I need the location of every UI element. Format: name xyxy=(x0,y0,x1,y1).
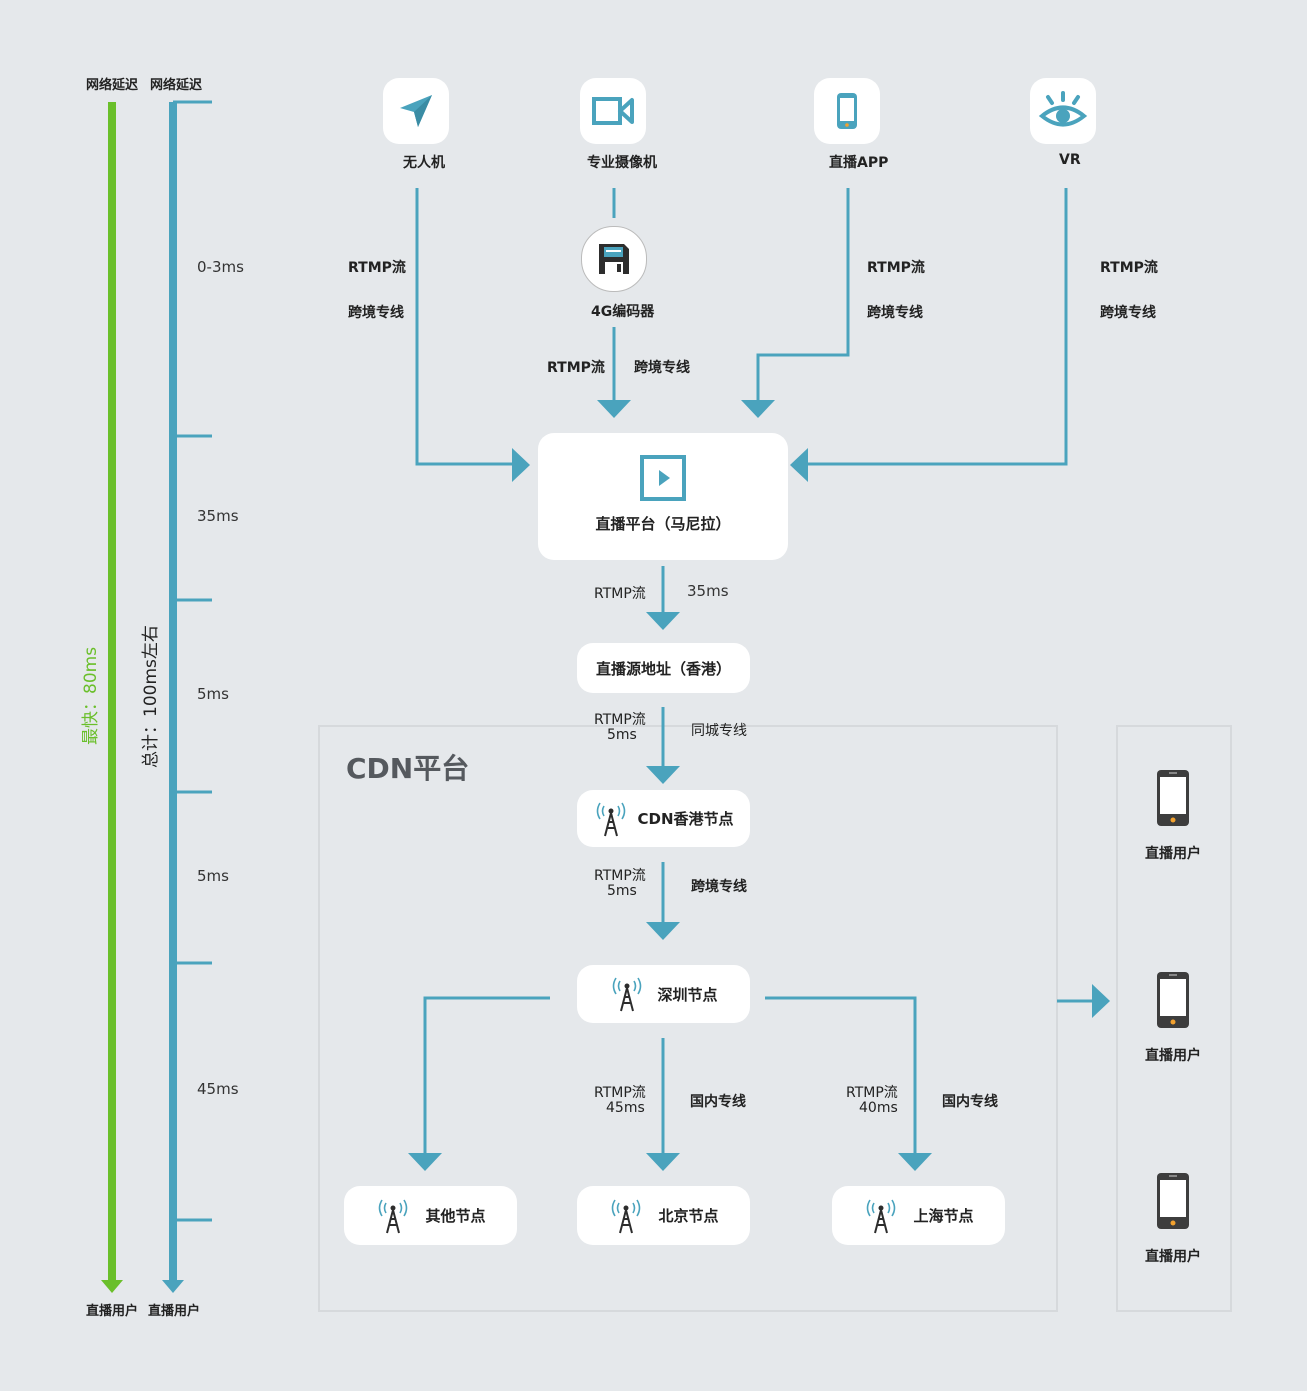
user-phone xyxy=(1156,1172,1190,1234)
smartphone-icon xyxy=(837,93,857,129)
user-label: 直播用户 xyxy=(1145,846,1201,862)
antenna-icon xyxy=(613,977,642,1012)
arrow-heads xyxy=(408,400,1110,1171)
edge-label: 跨境专线 xyxy=(348,305,404,321)
edge-label: 40ms xyxy=(859,1100,898,1116)
app-tile xyxy=(814,78,880,144)
total-timeline-arrow xyxy=(162,1280,184,1293)
left-timeline-header: 网络延迟 xyxy=(86,78,139,93)
shanghai-node: 上海节点 xyxy=(832,1186,1005,1245)
edge-label: 同城专线 xyxy=(691,723,747,739)
send-arrow-icon xyxy=(400,95,432,127)
antenna-icon xyxy=(612,1199,641,1233)
platform-label: 直播平台（马尼拉） xyxy=(595,515,731,533)
vr-tile xyxy=(1030,78,1096,144)
sz-other-link xyxy=(423,996,550,1153)
shanghai-node-label: 上海节点 xyxy=(913,1207,974,1225)
source-label: 直播APP xyxy=(829,155,889,171)
smartphone-icon xyxy=(1157,1173,1189,1229)
cdn-hk-node: CDN香港节点 xyxy=(577,790,750,847)
drone-tile xyxy=(383,78,449,144)
cdn-hk-label: CDN香港节点 xyxy=(637,810,734,828)
total-latency-label: 总计：100ms左右 xyxy=(141,625,161,768)
platform-node: 直播平台（马尼拉） xyxy=(538,433,788,560)
other-node: 其他节点 xyxy=(344,1186,517,1245)
floppy-disk-icon xyxy=(599,244,629,274)
fastest-timeline-arrow xyxy=(101,1280,123,1293)
user-phone xyxy=(1156,769,1190,831)
other-node-label: 其他节点 xyxy=(425,1207,486,1225)
source-label: 无人机 xyxy=(403,155,445,171)
edge-label: 跨境专线 xyxy=(1100,305,1156,321)
video-camera-icon xyxy=(592,97,634,125)
edge-label: RTMP流 xyxy=(348,260,406,276)
eye-icon xyxy=(1038,91,1088,127)
antenna-icon xyxy=(379,1199,408,1233)
play-icon xyxy=(640,455,686,501)
camera-tile xyxy=(580,78,646,144)
source-address-node: 直播源地址（香港） xyxy=(577,643,750,693)
timeline-ticks xyxy=(173,100,212,1222)
edge-label: 35ms xyxy=(687,582,729,600)
sz-sh-link xyxy=(765,996,917,1153)
user-label: 直播用户 xyxy=(1145,1048,1201,1064)
edge-label: 5ms xyxy=(607,883,637,899)
vr-link xyxy=(805,188,1068,466)
shenzhen-node: 深圳节点 xyxy=(577,965,750,1023)
segment-label: 0-3ms xyxy=(197,258,244,276)
edge-label: RTMP流 xyxy=(594,586,646,602)
segment-label: 5ms xyxy=(197,867,229,885)
encoder-tile xyxy=(581,226,647,292)
source-address-label: 直播源地址（香港） xyxy=(595,659,731,678)
drone-link xyxy=(415,188,515,466)
antenna-icon xyxy=(597,802,626,836)
app-link xyxy=(756,188,850,400)
fastest-latency-label: 最快：80ms xyxy=(81,646,101,745)
right-timeline-footer: 直播用户 xyxy=(148,1304,201,1319)
edge-label: RTMP流 xyxy=(846,1085,898,1101)
shenzhen-label: 深圳节点 xyxy=(657,985,718,1004)
antenna-icon xyxy=(867,1199,896,1233)
smartphone-icon xyxy=(1157,972,1189,1028)
edge-label: RTMP流 xyxy=(867,260,925,276)
beijing-node-label: 北京节点 xyxy=(658,1207,719,1225)
edge-label: 跨境专线 xyxy=(691,879,747,895)
beijing-node: 北京节点 xyxy=(577,1186,750,1245)
edge-label: RTMP流 xyxy=(547,360,605,376)
edge-label: RTMP流 xyxy=(594,712,646,728)
smartphone-icon xyxy=(1157,770,1189,826)
left-timeline-footer: 直播用户 xyxy=(86,1304,139,1319)
segment-label: 35ms xyxy=(197,507,239,525)
segment-label: 5ms xyxy=(197,685,229,703)
user-phone xyxy=(1156,971,1190,1033)
user-label: 直播用户 xyxy=(1145,1249,1201,1265)
edge-label: 45ms xyxy=(606,1100,645,1116)
edge-label: 跨境专线 xyxy=(634,360,690,376)
right-timeline-header: 网络延迟 xyxy=(150,78,203,93)
source-label: 专业摄像机 xyxy=(587,155,657,171)
encoder-label: 4G编码器 xyxy=(591,304,655,320)
edge-label: 国内专线 xyxy=(690,1094,746,1110)
edge-label: 跨境专线 xyxy=(867,305,923,321)
edge-label: RTMP流 xyxy=(1100,260,1158,276)
edge-label: 国内专线 xyxy=(942,1094,998,1110)
segment-label: 45ms xyxy=(197,1080,239,1098)
edge-label: RTMP流 xyxy=(594,868,646,884)
edge-label: 5ms xyxy=(607,727,637,743)
cdn-platform-title: CDN平台 xyxy=(346,752,470,785)
source-label: VR xyxy=(1059,152,1081,168)
edge-label: RTMP流 xyxy=(594,1085,646,1101)
